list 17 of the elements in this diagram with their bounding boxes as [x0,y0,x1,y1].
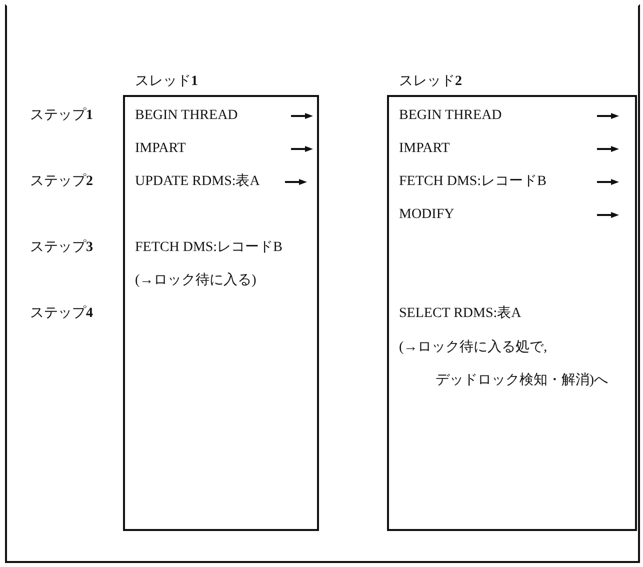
column-heading: スレッド2 [399,73,462,91]
note-text: (→ロック待に入る処で, デッドロック検知・解消)へ [399,338,610,390]
step-label: ステップ1 [30,107,93,125]
step-label: ステップ2 [30,173,93,191]
statement-text: BEGIN THREAD [399,107,502,125]
statement-text: UPDATE RDMS:表A [135,173,260,191]
statement-text: IMPART [399,140,450,158]
step-label: ステップ3 [30,239,93,257]
statement-text: IMPART [135,140,186,158]
step-label: ステップ4 [30,305,93,323]
statement-text: MODIFY [399,206,454,224]
column-heading: スレッド1 [135,73,198,91]
statement-text: FETCH DMS:レコードB [399,173,546,191]
statement-text: BEGIN THREAD [135,107,238,125]
note-text: (→ロック待に入る) [135,272,256,290]
statement-text: FETCH DMS:レコードB [135,239,282,257]
statement-text: SELECT RDMS:表A [399,305,522,323]
